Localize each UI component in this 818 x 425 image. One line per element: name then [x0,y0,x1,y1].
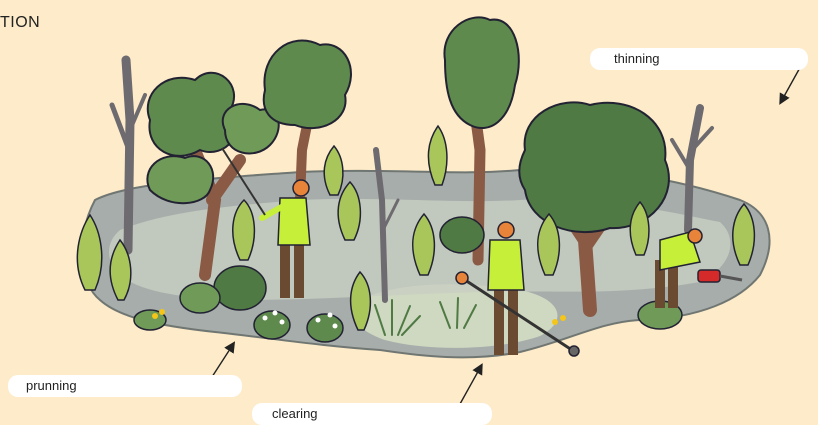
arrow-icon [460,368,480,404]
thinning-label: thinning [590,48,808,70]
chainsaw-icon [698,270,720,282]
clearing-label: clearing [252,403,492,425]
prunning-label: prunning [8,375,242,397]
